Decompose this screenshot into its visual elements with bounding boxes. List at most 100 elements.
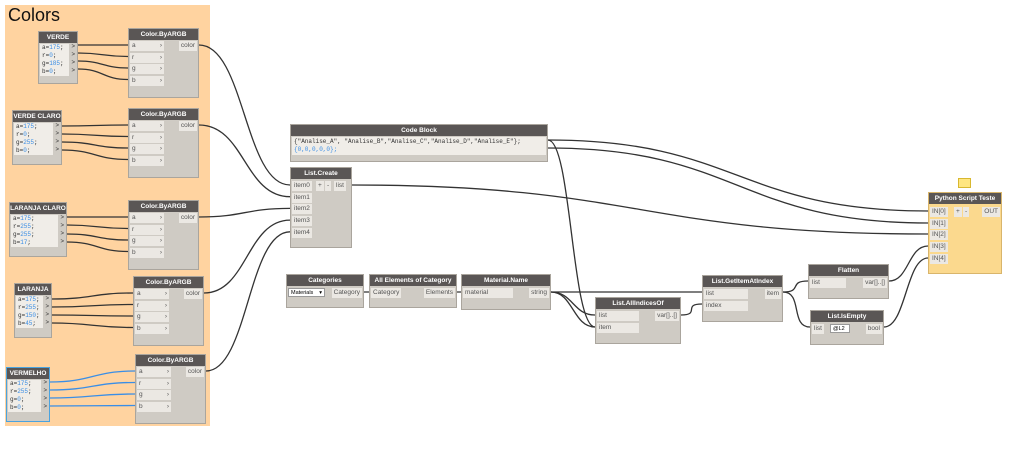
- port-b-input[interactable]: b›: [130, 75, 164, 86]
- port-category-output[interactable]: Category: [331, 288, 362, 298]
- add-input-button[interactable]: +: [954, 207, 962, 217]
- add-input-button[interactable]: +: [316, 181, 324, 191]
- code-line[interactable]: b=0;: [40, 68, 69, 76]
- port-item-input[interactable]: item: [597, 323, 639, 333]
- list-create-node[interactable]: List.Create item0 + - list item1 item2 i…: [290, 167, 352, 248]
- port-in4[interactable]: IN[4]: [930, 254, 948, 264]
- port-list-input[interactable]: list: [597, 311, 639, 321]
- port-in3[interactable]: IN[3]: [930, 242, 948, 252]
- all-elements-node[interactable]: All Elements of Category Category Elemen…: [369, 274, 457, 308]
- code-line[interactable]: b=45;: [16, 320, 43, 328]
- output-port-arrow-icon[interactable]: >: [45, 312, 49, 318]
- output-port-arrow-icon[interactable]: >: [60, 231, 64, 237]
- port-in2[interactable]: IN[2]: [930, 230, 948, 240]
- port-color-output[interactable]: color: [183, 289, 202, 299]
- python-script-node[interactable]: Python Script Teste IN[0] + - OUT IN[1] …: [928, 192, 1002, 274]
- port-g-input[interactable]: g›: [130, 144, 164, 154]
- code-line[interactable]: a=175;: [8, 380, 41, 388]
- port-g-input[interactable]: g›: [130, 236, 164, 246]
- output-port-arrow-icon[interactable]: >: [71, 60, 75, 66]
- output-port-arrow-icon[interactable]: >: [45, 304, 49, 310]
- remove-input-button[interactable]: -: [963, 207, 970, 217]
- output-port-arrow-icon[interactable]: >: [71, 44, 75, 50]
- output-port-arrow-icon[interactable]: >: [55, 131, 59, 137]
- port-color-output[interactable]: color: [178, 121, 197, 131]
- port-g-input[interactable]: g›: [130, 64, 164, 74]
- code-line[interactable]: g=185;: [40, 60, 69, 68]
- code-line[interactable]: g=0;: [8, 396, 41, 404]
- output-port-arrow-icon[interactable]: >: [55, 147, 59, 153]
- port-r-input[interactable]: r›: [130, 132, 164, 143]
- flatten-node[interactable]: Flatten list var[]..[]: [808, 264, 889, 299]
- port-var-output[interactable]: var[]..[]: [655, 311, 679, 321]
- port-list-output[interactable]: list: [334, 181, 346, 191]
- code-line[interactable]: b=0;: [14, 147, 53, 155]
- code-line[interactable]: a=175;: [40, 44, 69, 52]
- port-item3[interactable]: item3: [292, 216, 312, 226]
- output-port-arrow-icon[interactable]: >: [60, 223, 64, 229]
- output-port-arrow-icon[interactable]: >: [45, 320, 49, 326]
- categories-node[interactable]: Categories Materials▾ Category: [286, 274, 364, 308]
- output-port-arrow-icon[interactable]: >: [43, 380, 47, 386]
- note-icon[interactable]: [958, 178, 971, 188]
- port-out[interactable]: OUT: [982, 207, 1000, 217]
- port-item0[interactable]: item0: [292, 181, 312, 191]
- port-r-input[interactable]: r›: [135, 300, 169, 311]
- output-port-arrow-icon[interactable]: >: [43, 396, 47, 402]
- port-list-input[interactable]: list: [812, 324, 824, 334]
- port-item-output[interactable]: item: [764, 289, 781, 299]
- output-port-arrow-icon[interactable]: >: [43, 404, 47, 410]
- list-isempty-node[interactable]: List.IsEmpty list @L2 bool: [810, 310, 884, 345]
- port-var-output[interactable]: var[]..[]: [863, 278, 887, 288]
- port-b-input[interactable]: b›: [130, 247, 164, 258]
- list-level-selector[interactable]: @L2: [830, 324, 850, 333]
- port-b-input[interactable]: b›: [137, 401, 171, 412]
- code-block-node[interactable]: Code Block {"Analise_A", "Analise_B","An…: [290, 124, 548, 162]
- output-port-arrow-icon[interactable]: >: [71, 68, 75, 74]
- code-line-1[interactable]: {"Analise_A", "Analise_B","Analise_C","A…: [292, 137, 546, 147]
- code-line[interactable]: g=255;: [11, 231, 58, 239]
- port-b-input[interactable]: b›: [135, 323, 169, 334]
- code-line[interactable]: r=0;: [14, 131, 53, 139]
- port-in1[interactable]: IN[1]: [930, 219, 948, 229]
- port-g-input[interactable]: g›: [135, 312, 169, 322]
- port-a-input[interactable]: a›: [130, 213, 164, 223]
- output-port-arrow-icon[interactable]: >: [45, 296, 49, 302]
- list-allindicesof-node[interactable]: List.AllIndicesOf list item var[]..[]: [595, 297, 681, 344]
- port-list-input[interactable]: list: [704, 289, 748, 299]
- remove-input-button[interactable]: -: [325, 181, 332, 191]
- output-port-arrow-icon[interactable]: >: [43, 388, 47, 394]
- port-color-output[interactable]: color: [178, 213, 197, 223]
- code-line[interactable]: g=255;: [14, 139, 53, 147]
- output-port-arrow-icon[interactable]: >: [71, 52, 75, 58]
- port-a-input[interactable]: a›: [135, 289, 169, 299]
- port-r-input[interactable]: r›: [130, 52, 164, 63]
- port-r-input[interactable]: r›: [130, 224, 164, 235]
- port-color-output[interactable]: color: [185, 367, 204, 377]
- port-color-output[interactable]: color: [178, 41, 197, 51]
- output-port-arrow-icon[interactable]: >: [60, 239, 64, 245]
- port-bool-output[interactable]: bool: [865, 324, 882, 334]
- code-line[interactable]: b=17;: [11, 239, 58, 247]
- port-b-input[interactable]: b›: [130, 155, 164, 166]
- code-line[interactable]: b=0;: [8, 404, 41, 412]
- output-port-arrow-icon[interactable]: >: [55, 139, 59, 145]
- output-port-arrow-icon[interactable]: >: [60, 215, 64, 221]
- port-elements-output[interactable]: Elements: [423, 288, 455, 298]
- code-line[interactable]: a=175;: [16, 296, 43, 304]
- list-getitematindex-node[interactable]: List.GetItemAtIndex list index item: [702, 275, 783, 322]
- port-g-input[interactable]: g›: [137, 390, 171, 400]
- port-string-output[interactable]: string: [529, 288, 549, 298]
- code-line[interactable]: r=255;: [8, 388, 41, 396]
- port-r-input[interactable]: r›: [137, 378, 171, 389]
- port-category-input[interactable]: Category: [371, 288, 402, 298]
